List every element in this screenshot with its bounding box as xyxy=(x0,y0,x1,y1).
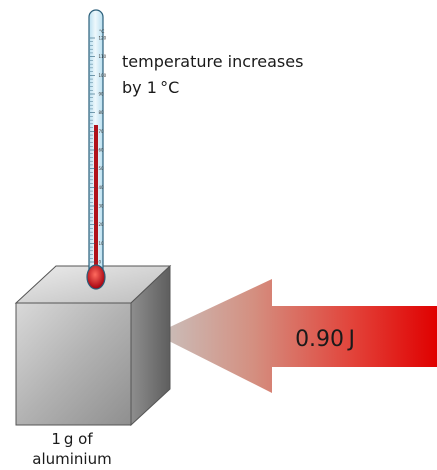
temperature-annotation: temperature increases by 1 °C xyxy=(122,52,303,97)
thermometer-scale-label: 20 xyxy=(99,222,105,227)
thermometer-scale-label: 10 xyxy=(99,241,105,246)
thermometer-scale-label: 0 xyxy=(99,260,102,265)
thermometer-scale-label: 60 xyxy=(99,148,105,153)
thermometer-bulb xyxy=(86,264,106,290)
thermometer-scale-label: 110 xyxy=(99,54,107,59)
block-caption: 1 g of aluminium xyxy=(32,430,111,468)
annotation-line-2: by 1 °C xyxy=(122,78,179,97)
thermometer-scale-label: 30 xyxy=(99,204,105,209)
thermometer-scale-label: 40 xyxy=(99,185,105,190)
block-caption-line-1: 1 g of xyxy=(51,430,93,448)
thermometer-scale-label: 50 xyxy=(99,166,105,171)
heat-arrow: 0.90 J xyxy=(155,279,437,393)
cube-front-face xyxy=(15,302,132,426)
thermometer-scale-label: 70 xyxy=(99,129,105,134)
block-caption-line-2: aluminium xyxy=(32,450,111,468)
annotation-line-1: temperature increases xyxy=(122,52,303,71)
thermometer-scale-label: 80 xyxy=(99,110,105,115)
thermometer-unit: °C xyxy=(99,29,104,35)
heat-arrow-shape xyxy=(155,279,437,393)
thermometer-scale-label: 90 xyxy=(99,92,105,97)
thermometer-scale-label: 120 xyxy=(99,36,107,41)
energy-label: 0.90 J xyxy=(295,327,355,352)
thermometer-scale-label: 100 xyxy=(99,73,107,78)
aluminium-block xyxy=(14,264,172,427)
mercury-column xyxy=(94,125,98,275)
